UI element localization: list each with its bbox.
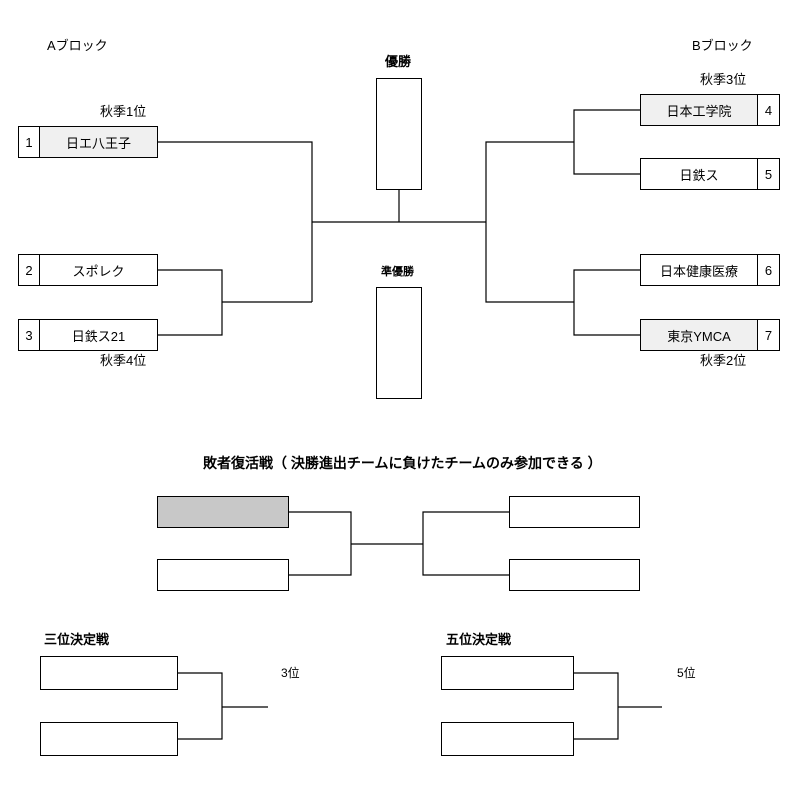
seed-box: 6 (757, 254, 780, 286)
fifth-place-slot-box (441, 722, 574, 756)
runner-up-box (376, 287, 422, 399)
bracket-line-consolation-right (422, 511, 509, 576)
seed-box: 5 (757, 158, 780, 190)
team-box: 日本工学院 (640, 94, 758, 126)
bracket-line-consolation-left (289, 511, 352, 576)
seed-box: 4 (757, 94, 780, 126)
team-box: 東京YMCA (640, 319, 758, 351)
bracket-line-b-pair-top (573, 109, 640, 175)
seed-box: 2 (18, 254, 40, 286)
consolation-slot-box (509, 559, 640, 591)
consolation-slot-box (509, 496, 640, 528)
team-note: 秋季4位 (100, 353, 147, 368)
b-block-label: Bブロック (692, 38, 753, 53)
team-box: 日鉄ス (640, 158, 758, 190)
bracket-line-a-pair (158, 269, 223, 336)
fifth-place-slot-box (441, 656, 574, 690)
seed-box: 3 (18, 319, 40, 351)
team-note: 秋季1位 (100, 104, 147, 119)
bracket-line-a-top (158, 141, 313, 302)
bracket-line-third (178, 672, 223, 740)
team-box: 日鉄ス21 (39, 319, 158, 351)
seed-box: 1 (18, 126, 40, 158)
team-note: 秋季3位 (700, 72, 747, 87)
consolation-slot-box (157, 559, 289, 591)
team-box: 日本健康医療 (640, 254, 758, 286)
champion-label: 優勝 (385, 54, 412, 69)
a-block-label: Aブロック (47, 38, 108, 53)
bracket-line-b-pair-bottom (573, 269, 640, 336)
bracket-line-fifth (574, 672, 619, 740)
third-place-slot-box (40, 722, 178, 756)
third-place-title: 三位決定戦 (44, 632, 110, 647)
third-place-slot-box (40, 656, 178, 690)
team-box: 日エ八王子 (39, 126, 158, 158)
consolation-title: 敗者復活戦（ 決勝進出チームに負けたチームのみ参加できる ） (203, 455, 602, 471)
runner-up-label: 準優勝 (381, 266, 414, 278)
seed-box: 7 (757, 319, 780, 351)
fifth-place-title: 五位決定戦 (446, 632, 512, 647)
consolation-slot-box (157, 496, 289, 528)
bracket-line-b-merge (485, 141, 574, 303)
team-note: 秋季2位 (700, 353, 747, 368)
fifth-place-result-label: 5位 (677, 666, 696, 680)
team-box: スポレク (39, 254, 158, 286)
third-place-result-label: 3位 (281, 666, 300, 680)
champion-box (376, 78, 422, 190)
